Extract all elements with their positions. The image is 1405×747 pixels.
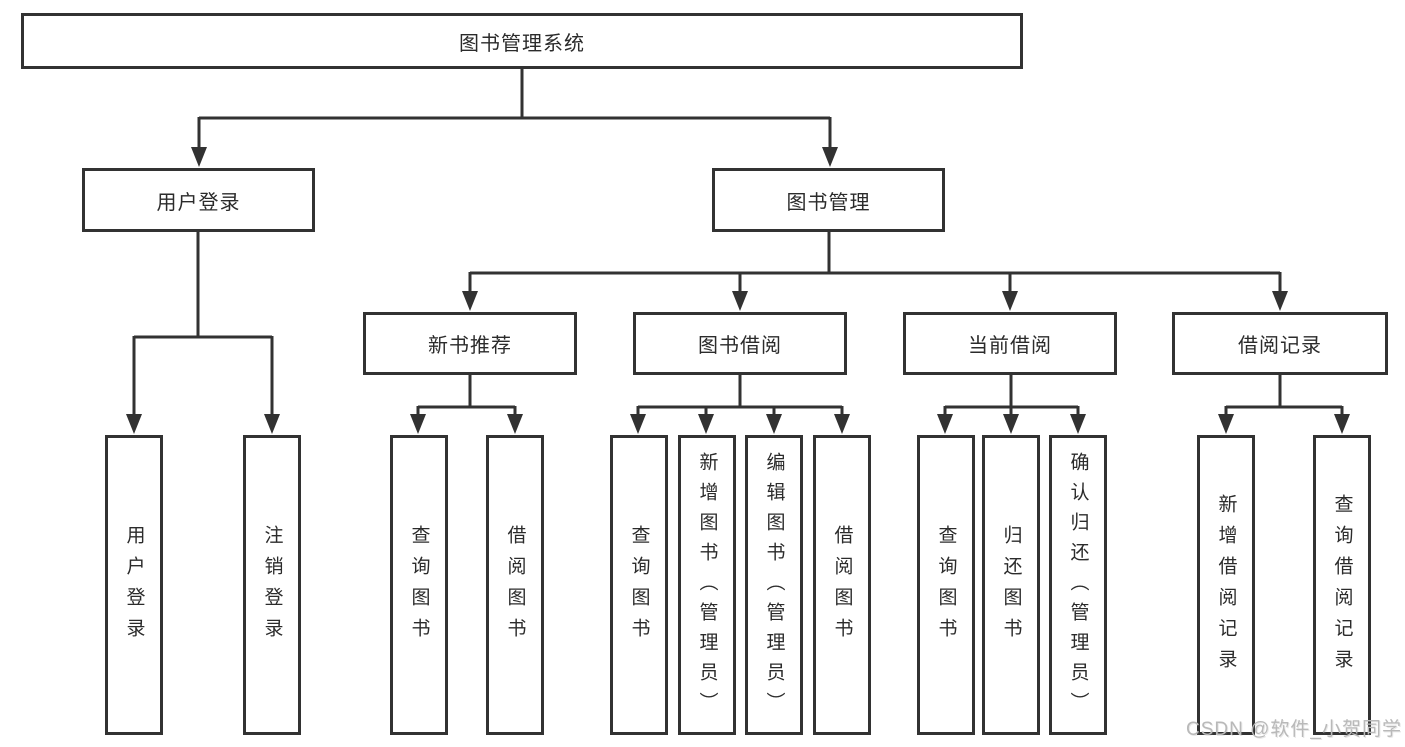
node-book-management: 图书管理 [712, 168, 945, 232]
leaf-user-login: 用户登录 [105, 435, 163, 735]
node-new-book-recommendation: 新书推荐 [363, 312, 577, 375]
node-current-borrowing: 当前借阅 [903, 312, 1117, 375]
node-user-login: 用户登录 [82, 168, 315, 232]
leaf-borrow-books-2: 借阅图书 [813, 435, 871, 735]
leaf-query-borrow-record: 查询借阅记录 [1313, 435, 1371, 735]
leaf-return-books: 归还图书 [982, 435, 1040, 735]
leaf-confirm-return-admin: 确认归还（管理员） [1049, 435, 1107, 735]
node-borrowing-records: 借阅记录 [1172, 312, 1388, 375]
node-library-management-system: 图书管理系统 [21, 13, 1023, 69]
leaf-query-books: 查询图书 [390, 435, 448, 735]
leaf-add-books-admin: 新增图书（管理员） [678, 435, 736, 735]
csdn-watermark: CSDN @软件_小贺同学 [1186, 719, 1402, 740]
leaf-edit-books-admin: 编辑图书（管理员） [745, 435, 803, 735]
leaf-add-borrow-record: 新增借阅记录 [1197, 435, 1255, 735]
leaf-borrow-books: 借阅图书 [486, 435, 544, 735]
leaf-query-books-3: 查询图书 [917, 435, 975, 735]
node-book-borrowing: 图书借阅 [633, 312, 847, 375]
leaf-query-books-2: 查询图书 [610, 435, 668, 735]
leaf-logout: 注销登录 [243, 435, 301, 735]
